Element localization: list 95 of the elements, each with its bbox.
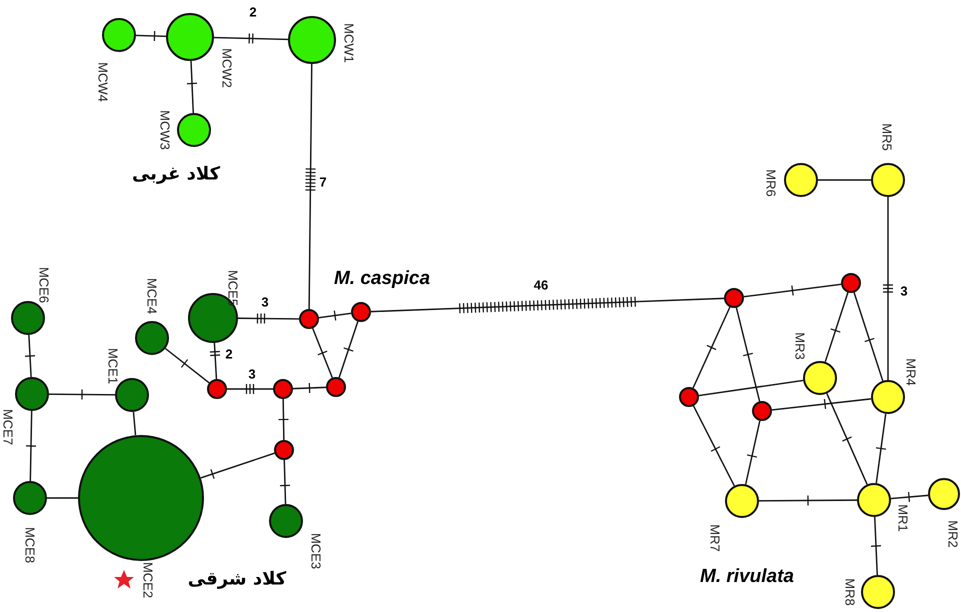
species-label: M. caspica — [334, 268, 430, 290]
connector-line — [214, 36, 288, 40]
connector-line — [47, 497, 78, 499]
mutation-count: 2 — [224, 348, 234, 360]
connector-line — [214, 342, 218, 380]
haplotype-label: MR6 — [764, 169, 778, 197]
mutation-count: 7 — [318, 176, 328, 188]
haplotype-label: MCE2 — [142, 562, 154, 598]
haplotype-circle — [679, 387, 699, 407]
connector-line — [312, 328, 333, 378]
haplotype-label: MR1 — [896, 504, 910, 532]
haplotype-circle — [861, 575, 895, 609]
haplotype-circle — [724, 288, 744, 308]
mutation-count: 46 — [532, 278, 550, 292]
connector-line — [890, 494, 928, 500]
haplotype-circle — [928, 478, 960, 510]
haplotype-label: MCW4 — [96, 62, 110, 102]
species-label: M. rivulata — [700, 566, 794, 588]
haplotype-circle — [803, 361, 837, 395]
connector-line — [745, 420, 761, 485]
mutation-count: 3 — [247, 368, 257, 380]
haplotype-label: MCE5 — [226, 270, 240, 306]
connector-line — [692, 306, 730, 388]
haplotype-label: MCE1 — [106, 348, 120, 384]
haplotype-circle — [274, 440, 294, 460]
haplotype-label: MR4 — [904, 358, 918, 386]
haplotype-label: MR8 — [844, 578, 856, 606]
haplotype-circle — [288, 16, 336, 64]
connector-line — [282, 398, 285, 440]
haplotype-circle — [725, 484, 759, 518]
haplotype-label: MCW3 — [158, 110, 172, 150]
haplotype-circle — [135, 321, 169, 355]
connector-line — [736, 308, 760, 402]
haplotype-label: MCE4 — [146, 278, 158, 314]
connector-line — [200, 452, 275, 479]
connector-line — [318, 312, 352, 318]
haplotype-label: MCW1 — [342, 23, 356, 63]
haplotype-label: MCW2 — [220, 48, 234, 88]
mutation-count: 2 — [248, 6, 258, 18]
haplotype-label: MR3 — [794, 332, 806, 360]
connector-line — [744, 284, 842, 298]
haplotype-label: MCE8 — [24, 526, 36, 564]
haplotype-circle — [784, 163, 818, 197]
connector-line — [164, 348, 210, 384]
haplotype-circle — [273, 379, 293, 399]
connector-line — [818, 179, 871, 181]
haplotype-label: MR2 — [946, 520, 960, 548]
connector-line — [876, 414, 886, 484]
connector-line — [132, 412, 136, 436]
connector-line — [292, 386, 326, 390]
haplotype-circle — [841, 273, 861, 293]
haplotype-circle — [299, 309, 319, 329]
mutation-count: 3 — [899, 284, 909, 298]
connector-line — [853, 292, 884, 382]
connector-line — [887, 197, 889, 380]
clade-label: کلاد غربی — [132, 164, 220, 184]
connector-line — [370, 298, 724, 312]
connector-line — [28, 334, 32, 378]
haplotype-circle — [11, 301, 45, 335]
haplotype-circle — [871, 380, 905, 414]
haplotype-label: MR5 — [880, 123, 894, 151]
haplotype-circle — [207, 379, 227, 399]
connector-line — [692, 406, 735, 486]
connector-line — [284, 460, 286, 504]
haplotype-circle — [177, 113, 211, 147]
haplotype-label: MCE3 — [310, 532, 322, 570]
haplotype-label: MCE6 — [38, 266, 50, 304]
haplotype-circle — [871, 163, 905, 197]
haplotype-circle — [166, 13, 214, 61]
connector-line — [238, 318, 299, 320]
connector-line — [698, 380, 804, 396]
connector-line — [772, 398, 872, 411]
haplotype-circle — [13, 481, 47, 515]
mutation-count: 3 — [260, 296, 270, 308]
haplotype-circle — [102, 18, 136, 52]
haplotype-circle — [351, 302, 371, 322]
connector-line — [824, 292, 849, 362]
clade-label: کلاد شرقی — [188, 568, 286, 590]
connector-line — [136, 34, 166, 38]
haplotype-circle — [269, 504, 303, 538]
connector-line — [190, 60, 194, 114]
connector-line — [308, 64, 312, 309]
haplotype-circle — [857, 483, 891, 517]
haplotype-label: MR7 — [708, 524, 722, 552]
haplotype-label: MCE7 — [2, 408, 14, 446]
connector-line — [227, 388, 273, 390]
connector-line — [874, 516, 878, 576]
connector-line — [30, 410, 32, 482]
haplotype-circle — [326, 377, 346, 397]
connector-line — [759, 499, 857, 502]
connector-line — [338, 321, 358, 378]
haplotype-circle — [15, 377, 49, 411]
connector-line — [49, 393, 115, 396]
connector-line — [826, 393, 868, 485]
haplotype-circle — [752, 401, 772, 421]
